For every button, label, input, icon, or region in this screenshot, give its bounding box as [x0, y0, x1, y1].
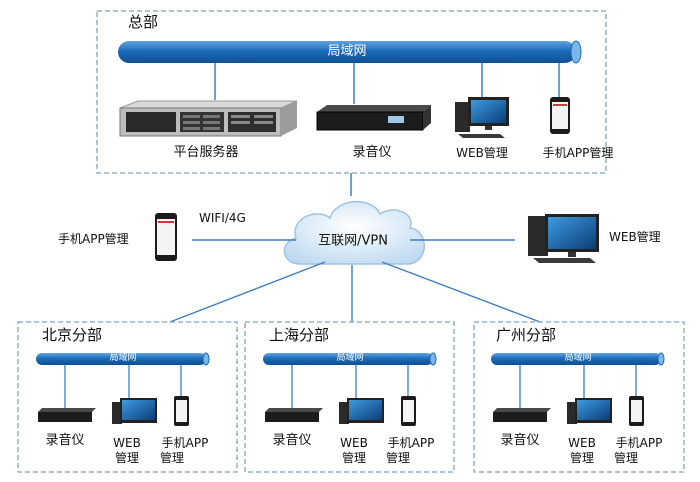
shanghai-frame	[244, 321, 455, 473]
guangzhou-web-label-2: 管理	[569, 451, 595, 465]
beijing-web-label-1: WEB	[113, 436, 141, 450]
beijing-devices	[38, 396, 189, 426]
server-icon	[119, 100, 298, 137]
shanghai-web-label-1: WEB	[340, 436, 368, 450]
wifi-label: WIFI/4G	[199, 211, 246, 225]
phone-icon	[550, 97, 570, 134]
hq-frame	[96, 10, 607, 174]
internet-cloud-icon	[283, 200, 425, 265]
remote-desktop-icon	[528, 214, 599, 263]
guangzhou-app-label-1: 手机APP	[615, 436, 663, 450]
branch-drop-lines	[64, 365, 637, 410]
beijing-app-label-2: 管理	[159, 451, 185, 465]
remote-web-label: WEB管理	[609, 230, 661, 244]
remote-phone-icon	[155, 213, 177, 261]
server-label: 平台服务器	[173, 145, 239, 160]
shanghai-app-label-1: 手机APP	[387, 436, 435, 450]
desktop-icon	[455, 97, 509, 138]
hq-drop-lines	[214, 63, 560, 104]
guangzhou-recorder-label: 录音仪	[500, 433, 540, 448]
shanghai-title: 上海分部	[269, 326, 330, 344]
shanghai-devices	[265, 396, 416, 426]
app-label: 手机APP管理	[542, 146, 614, 160]
beijing-web-label-2: 管理	[114, 451, 140, 465]
remote-app-label: 手机APP管理	[58, 232, 129, 246]
beijing-lan-label: 局域网	[109, 353, 137, 363]
guangzhou-app-label-2: 管理	[613, 451, 639, 465]
shanghai-app-label-2: 管理	[385, 451, 411, 465]
guangzhou-title: 广州分部	[496, 326, 557, 344]
cloud-links	[169, 239, 541, 323]
shanghai-recorder-label: 录音仪	[272, 433, 312, 448]
cloud-label: 互联网/VPN	[318, 233, 388, 249]
guangzhou-web-label-1: WEB	[568, 436, 596, 450]
guangzhou-frame	[473, 321, 685, 473]
recorder-icon	[316, 105, 431, 131]
hq-lan-label: 局域网	[327, 44, 367, 59]
hq-title: 总部	[128, 13, 159, 31]
guangzhou-devices	[493, 396, 644, 426]
beijing-recorder-label: 录音仪	[45, 433, 85, 448]
hq-lan-pipe	[118, 40, 582, 64]
web-label: WEB管理	[456, 146, 508, 160]
beijing-title: 北京分部	[42, 326, 103, 344]
beijing-app-label-1: 手机APP	[161, 436, 209, 450]
guangzhou-lan-label: 局域网	[564, 353, 592, 363]
shanghai-web-label-2: 管理	[341, 451, 367, 465]
shanghai-lan-label: 局域网	[336, 353, 364, 363]
branch-lan-pipes	[36, 352, 665, 366]
recorder-label: 录音仪	[352, 145, 392, 160]
